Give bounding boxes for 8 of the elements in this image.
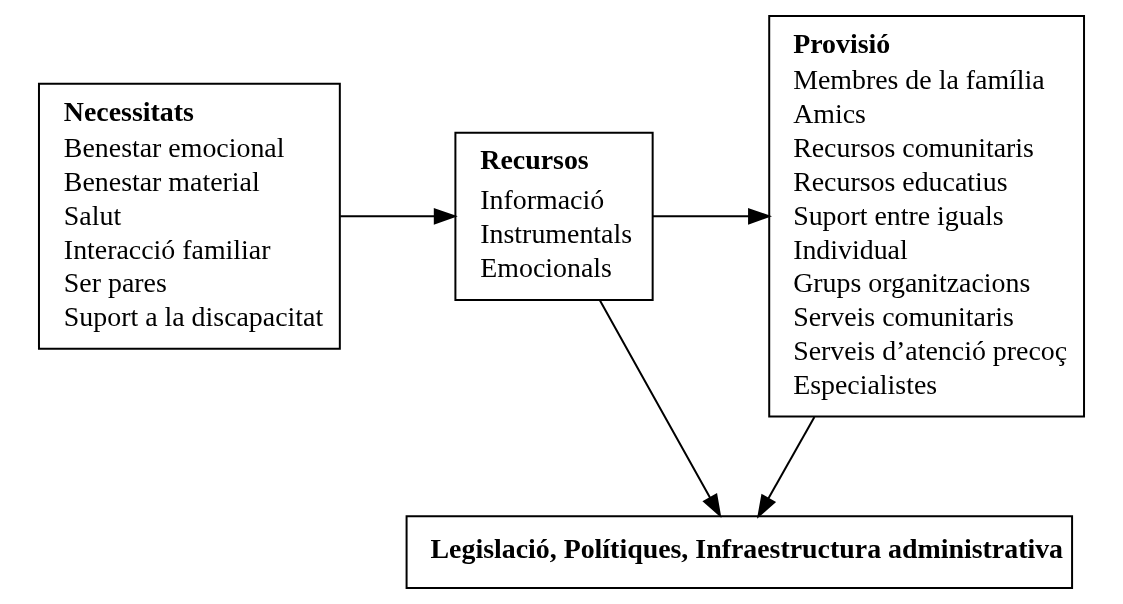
node-box: Legislació, Polítiques, Infraestructura administrativa [405, 515, 1074, 589]
arrow [339, 207, 458, 225]
node-box: Provisió Membres de la família Amics Recursos comunitaris Recursos educatius Suport entre iguals Individual Grups organitzacions Serveis comunitaris Serveis d’atenció precoç Especialistes [768, 15, 1086, 418]
node-box: Recursos Informació Instrumentals Emocionals [454, 131, 654, 301]
node-box: Necessitats Benestar emocional Benestar material Salut Interacció familiar Ser pares Suport a la discapacitat [37, 82, 341, 350]
arrow [598, 299, 722, 518]
arrow [757, 416, 816, 519]
arrow [652, 207, 772, 225]
